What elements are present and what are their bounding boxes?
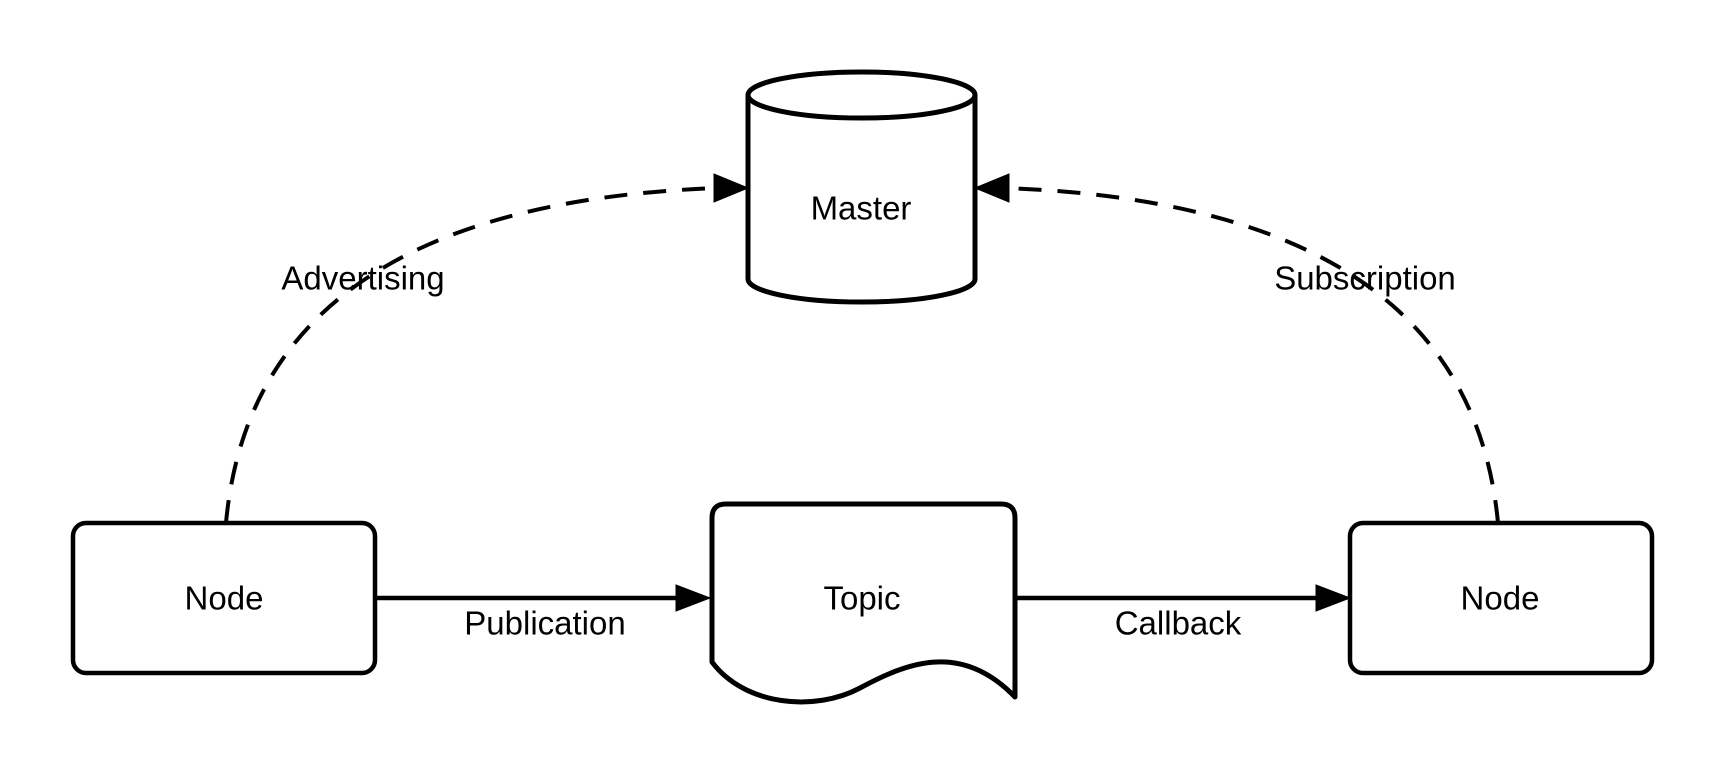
node-left-label: Node [185,580,264,617]
master-label: Master [811,190,912,227]
edge-callback [1015,584,1352,612]
subscription-edge-label: Subscription [1274,260,1456,297]
subscription-arrowhead-icon [973,173,1010,203]
publication-arrowhead-icon [675,584,712,612]
callback-edge-label: Callback [1115,605,1242,642]
advertising-arrowhead-icon [713,173,750,203]
node-topic: Topic [709,501,1018,705]
node-right-label: Node [1461,580,1540,617]
topic-label: Topic [823,580,900,617]
node-left-box [70,520,378,676]
advertising-dashed-arc [224,186,719,524]
master-cylinder-body [745,95,978,305]
node-master: Master [745,69,978,305]
publication-edge-label: Publication [464,605,625,642]
edge-advertising [224,173,750,524]
node-left: Node [70,520,378,676]
edge-subscription [973,173,1500,524]
edge-publication [375,584,712,612]
callback-arrowhead-icon [1315,584,1352,612]
node-right-box [1347,520,1655,676]
node-right: Node [1347,520,1655,676]
advertising-edge-label: Advertising [281,260,444,297]
topic-document-shape [709,501,1018,705]
master-cylinder-top [745,69,978,121]
subscription-dashed-arc [1004,186,1500,524]
